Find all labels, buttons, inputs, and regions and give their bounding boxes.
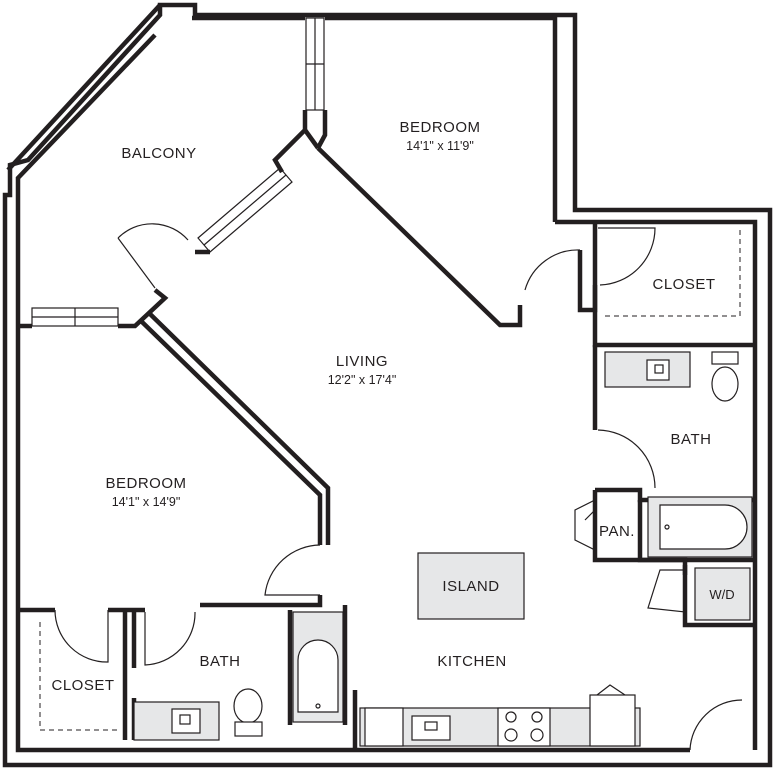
bedroom-top-label: BEDROOM xyxy=(399,119,480,136)
living-label: LIVING xyxy=(336,353,388,370)
living-dimensions: 12'2" x 17'4" xyxy=(328,373,397,387)
windows xyxy=(31,17,325,327)
room-labels: BALCONY BEDROOM 14'1" x 11'9" CLOSET LIV… xyxy=(51,119,734,694)
balcony-label: BALCONY xyxy=(121,145,196,162)
washer-dryer-label: W/D xyxy=(709,587,734,602)
bedroom-left-label: BEDROOM xyxy=(105,475,186,492)
bath-right-label: BATH xyxy=(671,431,712,448)
kitchen-island xyxy=(417,552,525,620)
kitchen-counter xyxy=(359,684,641,747)
bath-left-label: BATH xyxy=(200,653,241,670)
bedroom-left-dimensions: 14'1" x 14'9" xyxy=(112,495,181,509)
bath-right-fixtures xyxy=(604,351,753,558)
interior-walls xyxy=(18,110,755,753)
closet-right-label: CLOSET xyxy=(652,276,715,293)
closet-left-label: CLOSET xyxy=(51,677,114,694)
pantry-label: PAN. xyxy=(599,523,635,540)
island-label: ISLAND xyxy=(442,578,499,595)
bath-left-fixtures xyxy=(133,611,344,741)
bedroom-top-dimensions: 14'1" x 11'9" xyxy=(406,139,474,153)
kitchen-label: KITCHEN xyxy=(437,653,506,670)
washer-dryer xyxy=(694,567,751,621)
doors xyxy=(54,223,743,751)
closet-rods xyxy=(39,228,741,731)
